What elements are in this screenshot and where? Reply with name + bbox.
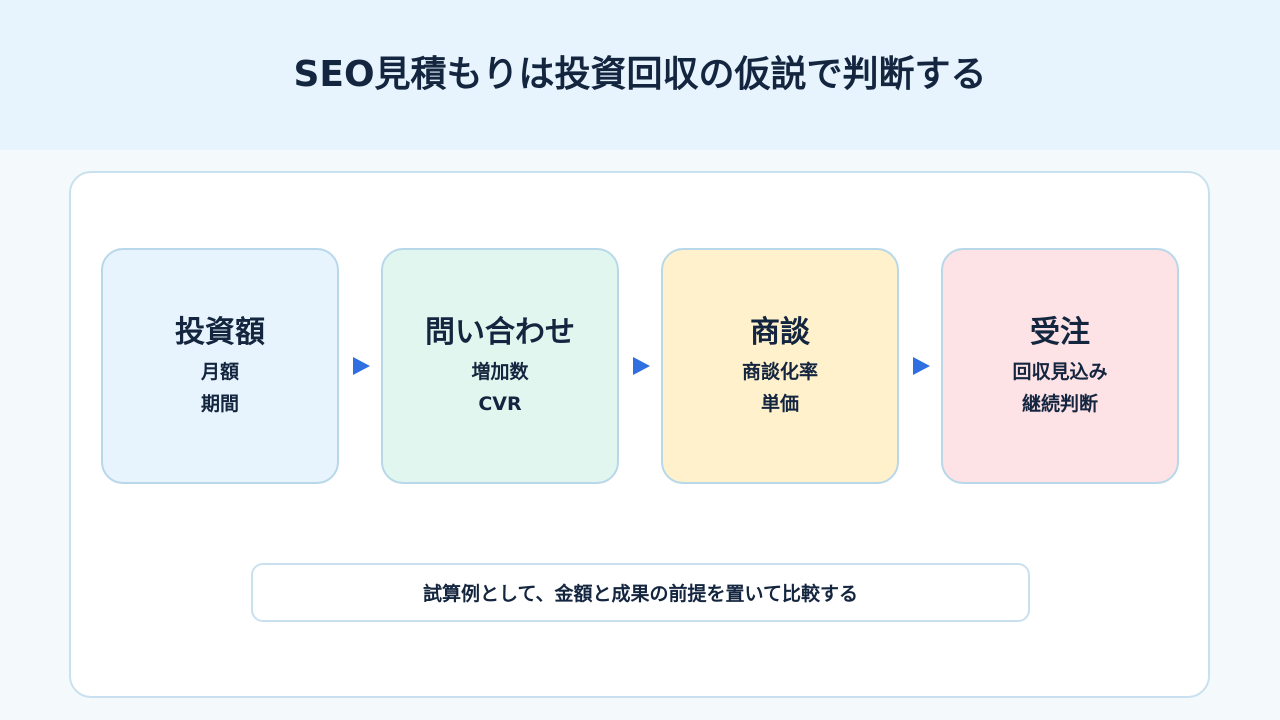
arrow-right-icon (913, 357, 930, 375)
step-detail: CVR (478, 393, 522, 415)
step-detail: 継続判断 (1021, 393, 1098, 415)
step-detail: 単価 (760, 393, 799, 415)
step-title: 商談 (750, 315, 810, 350)
step-detail: 期間 (200, 393, 239, 415)
header-band: SEO見積もりは投資回収の仮説で判断する (0, 0, 1280, 150)
arrow-right-icon (633, 357, 650, 375)
step-negotiation: 商談 商談化率 単価 (661, 248, 899, 484)
step-investment: 投資額 月額 期間 (101, 248, 339, 484)
step-detail: 増加数 (471, 361, 529, 383)
step-detail: 回収見込み (1012, 361, 1108, 383)
step-title: 問い合わせ (425, 315, 575, 350)
step-detail: 商談化率 (741, 361, 818, 383)
step-detail: 月額 (200, 361, 239, 383)
step-title: 投資額 (175, 315, 265, 350)
step-title: 受注 (1030, 315, 1090, 350)
page-title: SEO見積もりは投資回収の仮説で判断する (293, 54, 987, 95)
step-order: 受注 回収見込み 継続判断 (941, 248, 1179, 484)
arrow-right-icon (353, 357, 370, 375)
step-inquiry: 問い合わせ 増加数 CVR (381, 248, 619, 484)
note-box: 試算例として、金額と成果の前提を置いて比較する (251, 563, 1030, 622)
